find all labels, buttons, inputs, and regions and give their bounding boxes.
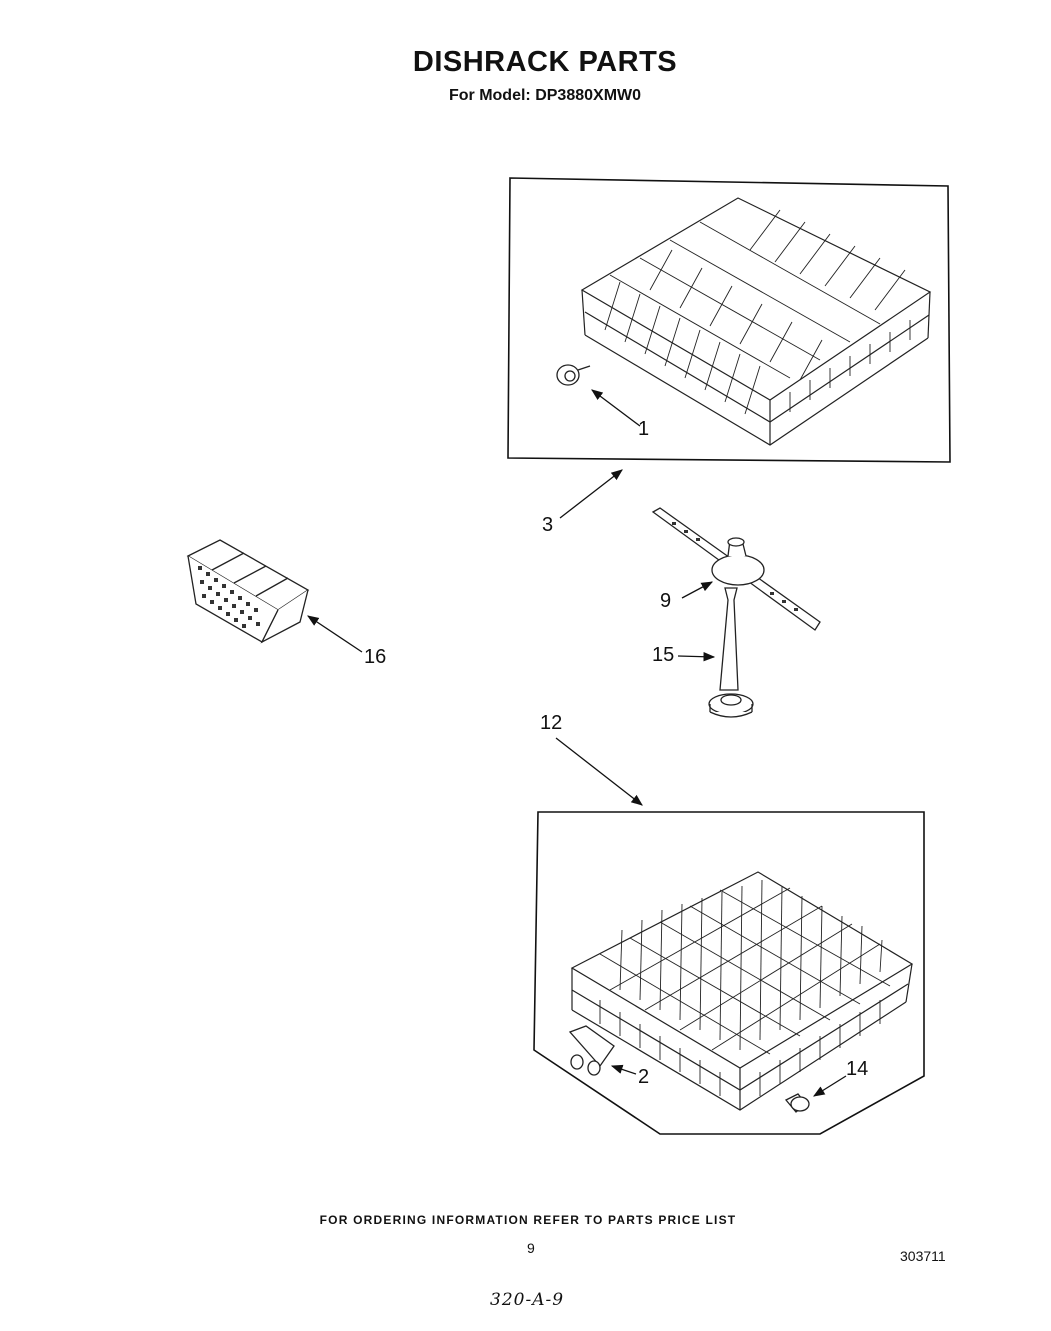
model-subtitle: For Model: DP3880XMW0 — [448, 87, 642, 104]
callout-12: 12 — [540, 712, 563, 734]
silverware-basket-part-16 — [186, 539, 310, 644]
callout-3: 3 — [542, 514, 554, 536]
page-number: 9 — [527, 1240, 535, 1256]
lower-dishrack — [570, 871, 914, 1111]
end-cap-part-14 — [784, 1093, 810, 1113]
leader-line-9 — [681, 581, 714, 599]
leader-line-14 — [813, 1075, 847, 1097]
callout-2: 2 — [638, 1066, 650, 1088]
rack-roller-part-1 — [556, 364, 591, 386]
spray-tube-part-15 — [708, 587, 754, 718]
handwritten-note: 320-A-9 — [490, 1290, 565, 1310]
callout-16: 16 — [364, 646, 387, 668]
callout-14: 14 — [846, 1058, 869, 1080]
leader-line-3 — [559, 469, 623, 519]
document-number: 303711 — [900, 1248, 946, 1264]
rack-roller-part-2 — [568, 1025, 615, 1076]
spray-arm-part-9 — [651, 507, 821, 631]
upper-rack-group-box — [507, 177, 951, 463]
leader-line-1 — [591, 389, 641, 427]
upper-dishrack — [580, 197, 932, 446]
lower-rack-group-box — [533, 811, 925, 1135]
callout-9: 9 — [660, 590, 672, 612]
ordering-info-note: FOR ORDERING INFORMATION REFER TO PARTS … — [319, 1213, 737, 1227]
callout-15: 15 — [652, 644, 675, 666]
callout-1: 1 — [638, 418, 650, 440]
leader-line-15 — [677, 652, 716, 662]
page-title: DISHRACK PARTS — [412, 46, 678, 78]
leader-line-16 — [307, 615, 363, 653]
leader-line-12 — [555, 737, 643, 806]
leader-line-2 — [610, 1064, 637, 1075]
